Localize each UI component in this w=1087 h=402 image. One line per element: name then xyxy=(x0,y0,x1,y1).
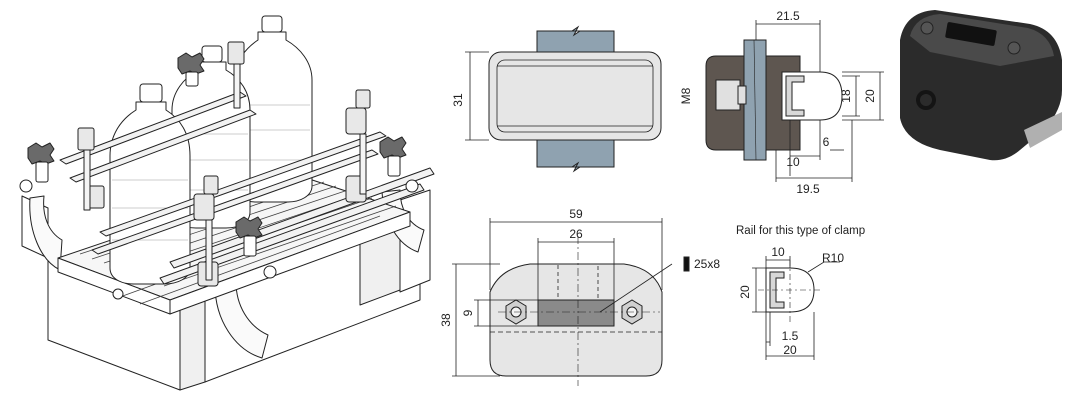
rail-profile-drawing xyxy=(752,256,840,360)
section-dimension-lines xyxy=(755,20,884,182)
top-view-clamp-body xyxy=(488,51,662,141)
section-dim-19-5-label: 19.5 xyxy=(796,182,820,196)
top-view-plate-lower xyxy=(536,139,615,173)
isometric-assembly-illustration xyxy=(19,15,435,391)
section-rail-profile xyxy=(781,71,843,121)
section-dim-20-label: 20 xyxy=(863,89,877,103)
front-dim-26-label: 26 xyxy=(569,227,583,241)
slot-callout-marker xyxy=(683,256,690,272)
section-dim-21-5-label: 21.5 xyxy=(776,9,800,23)
top-view-plate-upper xyxy=(536,25,615,53)
clamp-posts xyxy=(83,63,367,281)
top-view xyxy=(465,25,662,173)
section-bolt xyxy=(715,79,747,111)
front-dim-38-label: 38 xyxy=(439,313,453,327)
rail-profile-channel xyxy=(769,271,785,309)
front-view xyxy=(452,218,690,386)
front-dim-59-label: 59 xyxy=(569,207,583,221)
photo-slot xyxy=(945,22,997,46)
knob-stems xyxy=(19,71,419,300)
front-view-centerlines xyxy=(498,236,660,386)
rail-caption: Rail for this type of clamp xyxy=(736,225,865,237)
rail-dim-1-5-label: 1.5 xyxy=(782,329,799,343)
section-view xyxy=(705,20,884,182)
rail-dim-20-width-label: 20 xyxy=(783,343,797,357)
rail-dim-10-label: 10 xyxy=(771,245,785,259)
section-bolt-label: M8 xyxy=(679,87,693,104)
section-dim-18-label: 18 xyxy=(839,89,853,103)
rail-centerlines xyxy=(758,260,820,322)
section-dim-6-label: 6 xyxy=(823,135,830,149)
rail-dim-r10-label: R10 xyxy=(822,251,844,265)
front-view-slot xyxy=(537,299,615,327)
section-dim-10-label: 10 xyxy=(786,155,800,169)
guide-rails xyxy=(59,91,435,285)
dimension-31-label: 31 xyxy=(451,93,465,107)
star-knobs xyxy=(27,52,407,239)
rail-dimension-lines xyxy=(752,256,840,360)
dimension-31 xyxy=(465,51,489,141)
front-slot-label: 25x8 xyxy=(694,257,720,271)
front-view-dimension-lines xyxy=(452,218,673,377)
clamp-product-photo xyxy=(900,10,1062,161)
rail-dim-20-height-label: 20 xyxy=(738,285,752,299)
front-dim-9-label: 9 xyxy=(461,309,475,316)
